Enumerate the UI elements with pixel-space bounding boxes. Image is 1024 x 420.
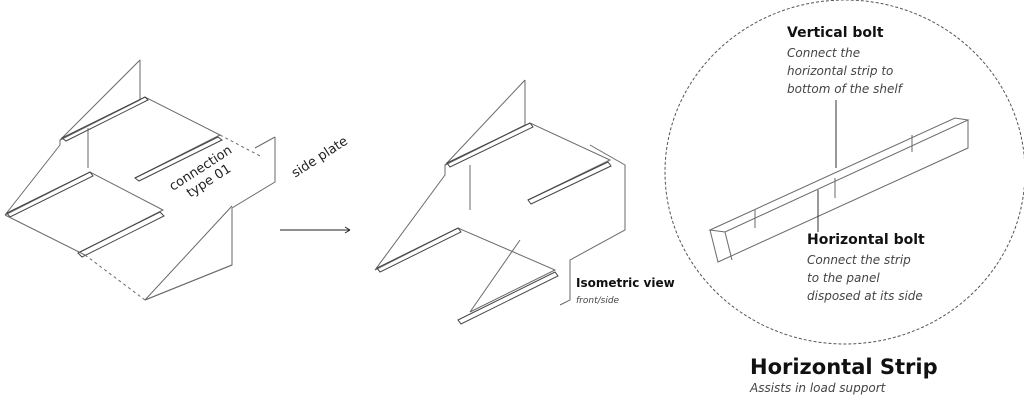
- main-subtitle: Assists in load support: [750, 381, 886, 395]
- lower-shelf-back-strip: [6, 171, 94, 218]
- isometric-title: Isometric view: [576, 276, 675, 290]
- side-plate-top: [254, 136, 276, 149]
- assembled-panel-diagonal: [444, 79, 526, 166]
- side-plate-bottom: [144, 264, 233, 301]
- side-panel-diagonal: [59, 59, 141, 141]
- upper-shelf-front-strip: [134, 136, 223, 182]
- strip-top-face: [708, 117, 970, 233]
- strip-front-face: [709, 120, 969, 263]
- side-plate-outline: [144, 137, 276, 301]
- guide-line-lower: [84, 254, 146, 301]
- strip-edge: [724, 231, 733, 261]
- assembled-upper-back-strip: [446, 122, 534, 168]
- assembled-lower-strip: [457, 271, 559, 325]
- isometric-subtitle: front/side: [576, 296, 620, 306]
- horizontal-bolt-description: Connect the strip to the panel disposed …: [807, 253, 923, 303]
- upper-shelf-back-strip: [61, 96, 149, 142]
- lower-shelf-front-strip: [77, 211, 165, 258]
- detail-circle: [664, 0, 1024, 345]
- assembled-lower-panel: [469, 239, 521, 313]
- assembled-upper-strip: [527, 161, 612, 205]
- guide-line-upper: [219, 134, 263, 158]
- assembled-lower-back-strip: [376, 227, 462, 273]
- lower-panel-edge: [4, 214, 86, 256]
- assembled-side-plate: [559, 144, 626, 306]
- main-title: Horizontal Strip: [750, 355, 938, 379]
- arrow-head: [344, 226, 351, 234]
- vertical-bolt-title: Vertical bolt: [787, 25, 884, 41]
- horizontal-bolt-title: Horizontal bolt: [807, 232, 925, 248]
- vertical-bolt-description: Connect the horizontal strip to bottom o…: [787, 46, 902, 96]
